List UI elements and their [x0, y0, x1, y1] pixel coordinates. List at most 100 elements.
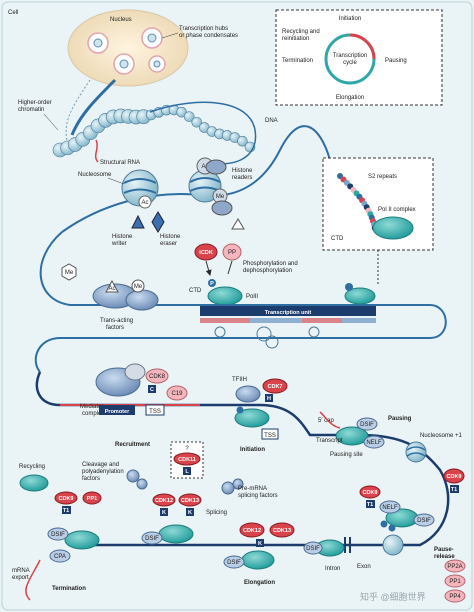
- splicing-group: CDK12 K CDK13 K Pre-mRNA splicing factor…: [141, 478, 278, 545]
- cdk12-el: [239, 522, 265, 538]
- histone-eraser-label-2: eraser: [160, 241, 177, 247]
- cdk9-pr-right: [443, 468, 465, 484]
- l-box-text: L: [185, 469, 189, 475]
- pausing-group: Pausing 5′ cap DSIF NELF Transcript Paus…: [316, 411, 463, 463]
- cdk9-pr: [359, 485, 381, 499]
- premrna-label-2: splicing factors: [238, 493, 278, 499]
- mediator-label-2: complex: [82, 411, 104, 417]
- phospho-label-2: dephosphorylation: [243, 268, 292, 274]
- dsif-term-text: DSIF: [51, 532, 65, 538]
- pausing-label: Pausing: [388, 416, 412, 422]
- ac-mark-2-text: Ac: [201, 164, 208, 170]
- pol2-label: PolII: [246, 294, 258, 300]
- pp1-term-text: PP1: [87, 496, 97, 502]
- nucleus-group: Nucleus Transcription hubs or phase cond…: [67, 9, 238, 87]
- histone-readers-label-2: readers: [232, 175, 252, 181]
- cdk12-el-text: CDK12: [243, 528, 261, 534]
- c-box: [148, 385, 156, 393]
- me-circle-text: Me: [134, 284, 143, 290]
- nelf-pr-text: NELF: [382, 505, 398, 511]
- cycle-arc: [349, 33, 376, 60]
- cdk7-shape: [262, 378, 288, 394]
- pp2a-text: PP2A: [447, 564, 462, 570]
- cell-label: Cell: [8, 10, 18, 16]
- phospho-arrow: [205, 260, 212, 276]
- dsif-text-p: DSIF: [360, 422, 374, 428]
- trans-acting-group: Me Ac Me Trans-acting factors: [61, 263, 159, 331]
- mrna-export-strand: [25, 559, 41, 601]
- pol2-shape: [207, 286, 243, 306]
- dsif-ie-text: DSIF: [306, 546, 320, 552]
- tss-box-1-text: TSS: [149, 409, 161, 415]
- recruitment-group: Mediator complex CDK8 C C19 Promoter TSS…: [80, 363, 188, 448]
- pp4-shape: [444, 589, 466, 603]
- nucleosome1-label: Nucleosome +1: [420, 433, 463, 439]
- ac-triangle: [105, 279, 119, 293]
- hubs-label-2: or phase condensates: [179, 33, 238, 39]
- s2-repeats-label: S2 repeats: [368, 174, 397, 180]
- pp-shape: [222, 243, 242, 261]
- me-mark-2-text: Me: [216, 194, 225, 200]
- unit-segment-4: [342, 318, 376, 323]
- nucleosome-group: Ac Nucleosome Ac Me Histone readers Hist…: [61, 125, 331, 247]
- pp4-text: PP4: [449, 594, 461, 600]
- pause-release-label-2: release: [434, 554, 455, 560]
- pausing-pol2: [335, 426, 369, 446]
- mrna-export-label-2: export: [12, 575, 29, 581]
- initiation-group: TFIIH CDK7 H TSS Initiation: [232, 377, 288, 453]
- tss-box-2: [261, 428, 279, 440]
- exon-label: Exon: [357, 564, 371, 570]
- p-dot-1-text: P: [210, 281, 214, 287]
- cdk13-sp-text: CDK13: [181, 498, 199, 504]
- splice-factor-2: [232, 478, 244, 490]
- p-dot-1: [208, 279, 216, 287]
- condensate-4: [148, 55, 166, 73]
- recycling-label: Recycling: [19, 464, 45, 470]
- dsif-el-text: DSIF: [227, 560, 241, 566]
- nucleosome-bead-3: [382, 534, 404, 556]
- initiation-pol2: [234, 408, 270, 428]
- pp1-pr-shape: [444, 574, 466, 588]
- dsif-sp-text: DSIF: [145, 536, 159, 542]
- initiation-label: Initiation: [240, 447, 265, 453]
- pause-release-label-1: Pause-: [434, 547, 454, 553]
- me-hexagon: [61, 263, 77, 281]
- transcription-unit: Transcription unit: [34, 283, 447, 373]
- structural-rna-strand: [94, 139, 99, 163]
- promoter-box: [99, 405, 135, 415]
- dsif-pr-text: DSIF: [417, 518, 431, 524]
- dsif-ie: [303, 541, 323, 555]
- elongation-pol2: [241, 550, 275, 570]
- dna-left-loop: [39, 231, 300, 306]
- phospho-label-1: Phosphorylation and: [243, 261, 298, 267]
- ac-mark-1-text: Ac: [141, 200, 148, 206]
- c-box-text: C: [150, 387, 154, 393]
- cycle-recycling-1: Recycling and: [282, 29, 320, 35]
- chromatin-bead: [237, 135, 248, 147]
- tfiih-label: TFIIH: [232, 377, 247, 383]
- h-box: [265, 394, 273, 402]
- dsif-sp: [141, 531, 163, 545]
- cdk8-text: CDK8: [149, 374, 166, 380]
- histone-reader-1: [205, 159, 227, 175]
- cdk9-term-text: CDK9: [59, 496, 74, 502]
- cdk13-el-text: CDK13: [273, 528, 291, 534]
- k-sp-1: [160, 508, 168, 516]
- chromatin-bead: [183, 111, 195, 122]
- t1-pr-text: T1: [367, 502, 373, 508]
- c19-text: C19: [171, 391, 183, 397]
- histone-eraser-icon: [151, 211, 165, 233]
- higher-order-chromatin: Higher-order chromatin Structural RNA DN…: [18, 78, 278, 166]
- recruitment-label: Recruitment: [115, 442, 150, 448]
- histone-writer-label-1: Histone: [112, 234, 133, 240]
- condensate-1: [87, 32, 109, 54]
- histone-readers-label-1: Histone: [232, 168, 253, 174]
- mini-loop-4: [308, 326, 320, 338]
- pausing-site-label: Pausing site: [330, 452, 363, 458]
- mini-loop-2: [256, 326, 272, 342]
- termination-pol2: [64, 530, 100, 550]
- dephospho-line: [227, 260, 233, 275]
- pp1-pr-text: PP1: [449, 579, 461, 585]
- cdk9-pr-text: CDK9: [363, 490, 378, 496]
